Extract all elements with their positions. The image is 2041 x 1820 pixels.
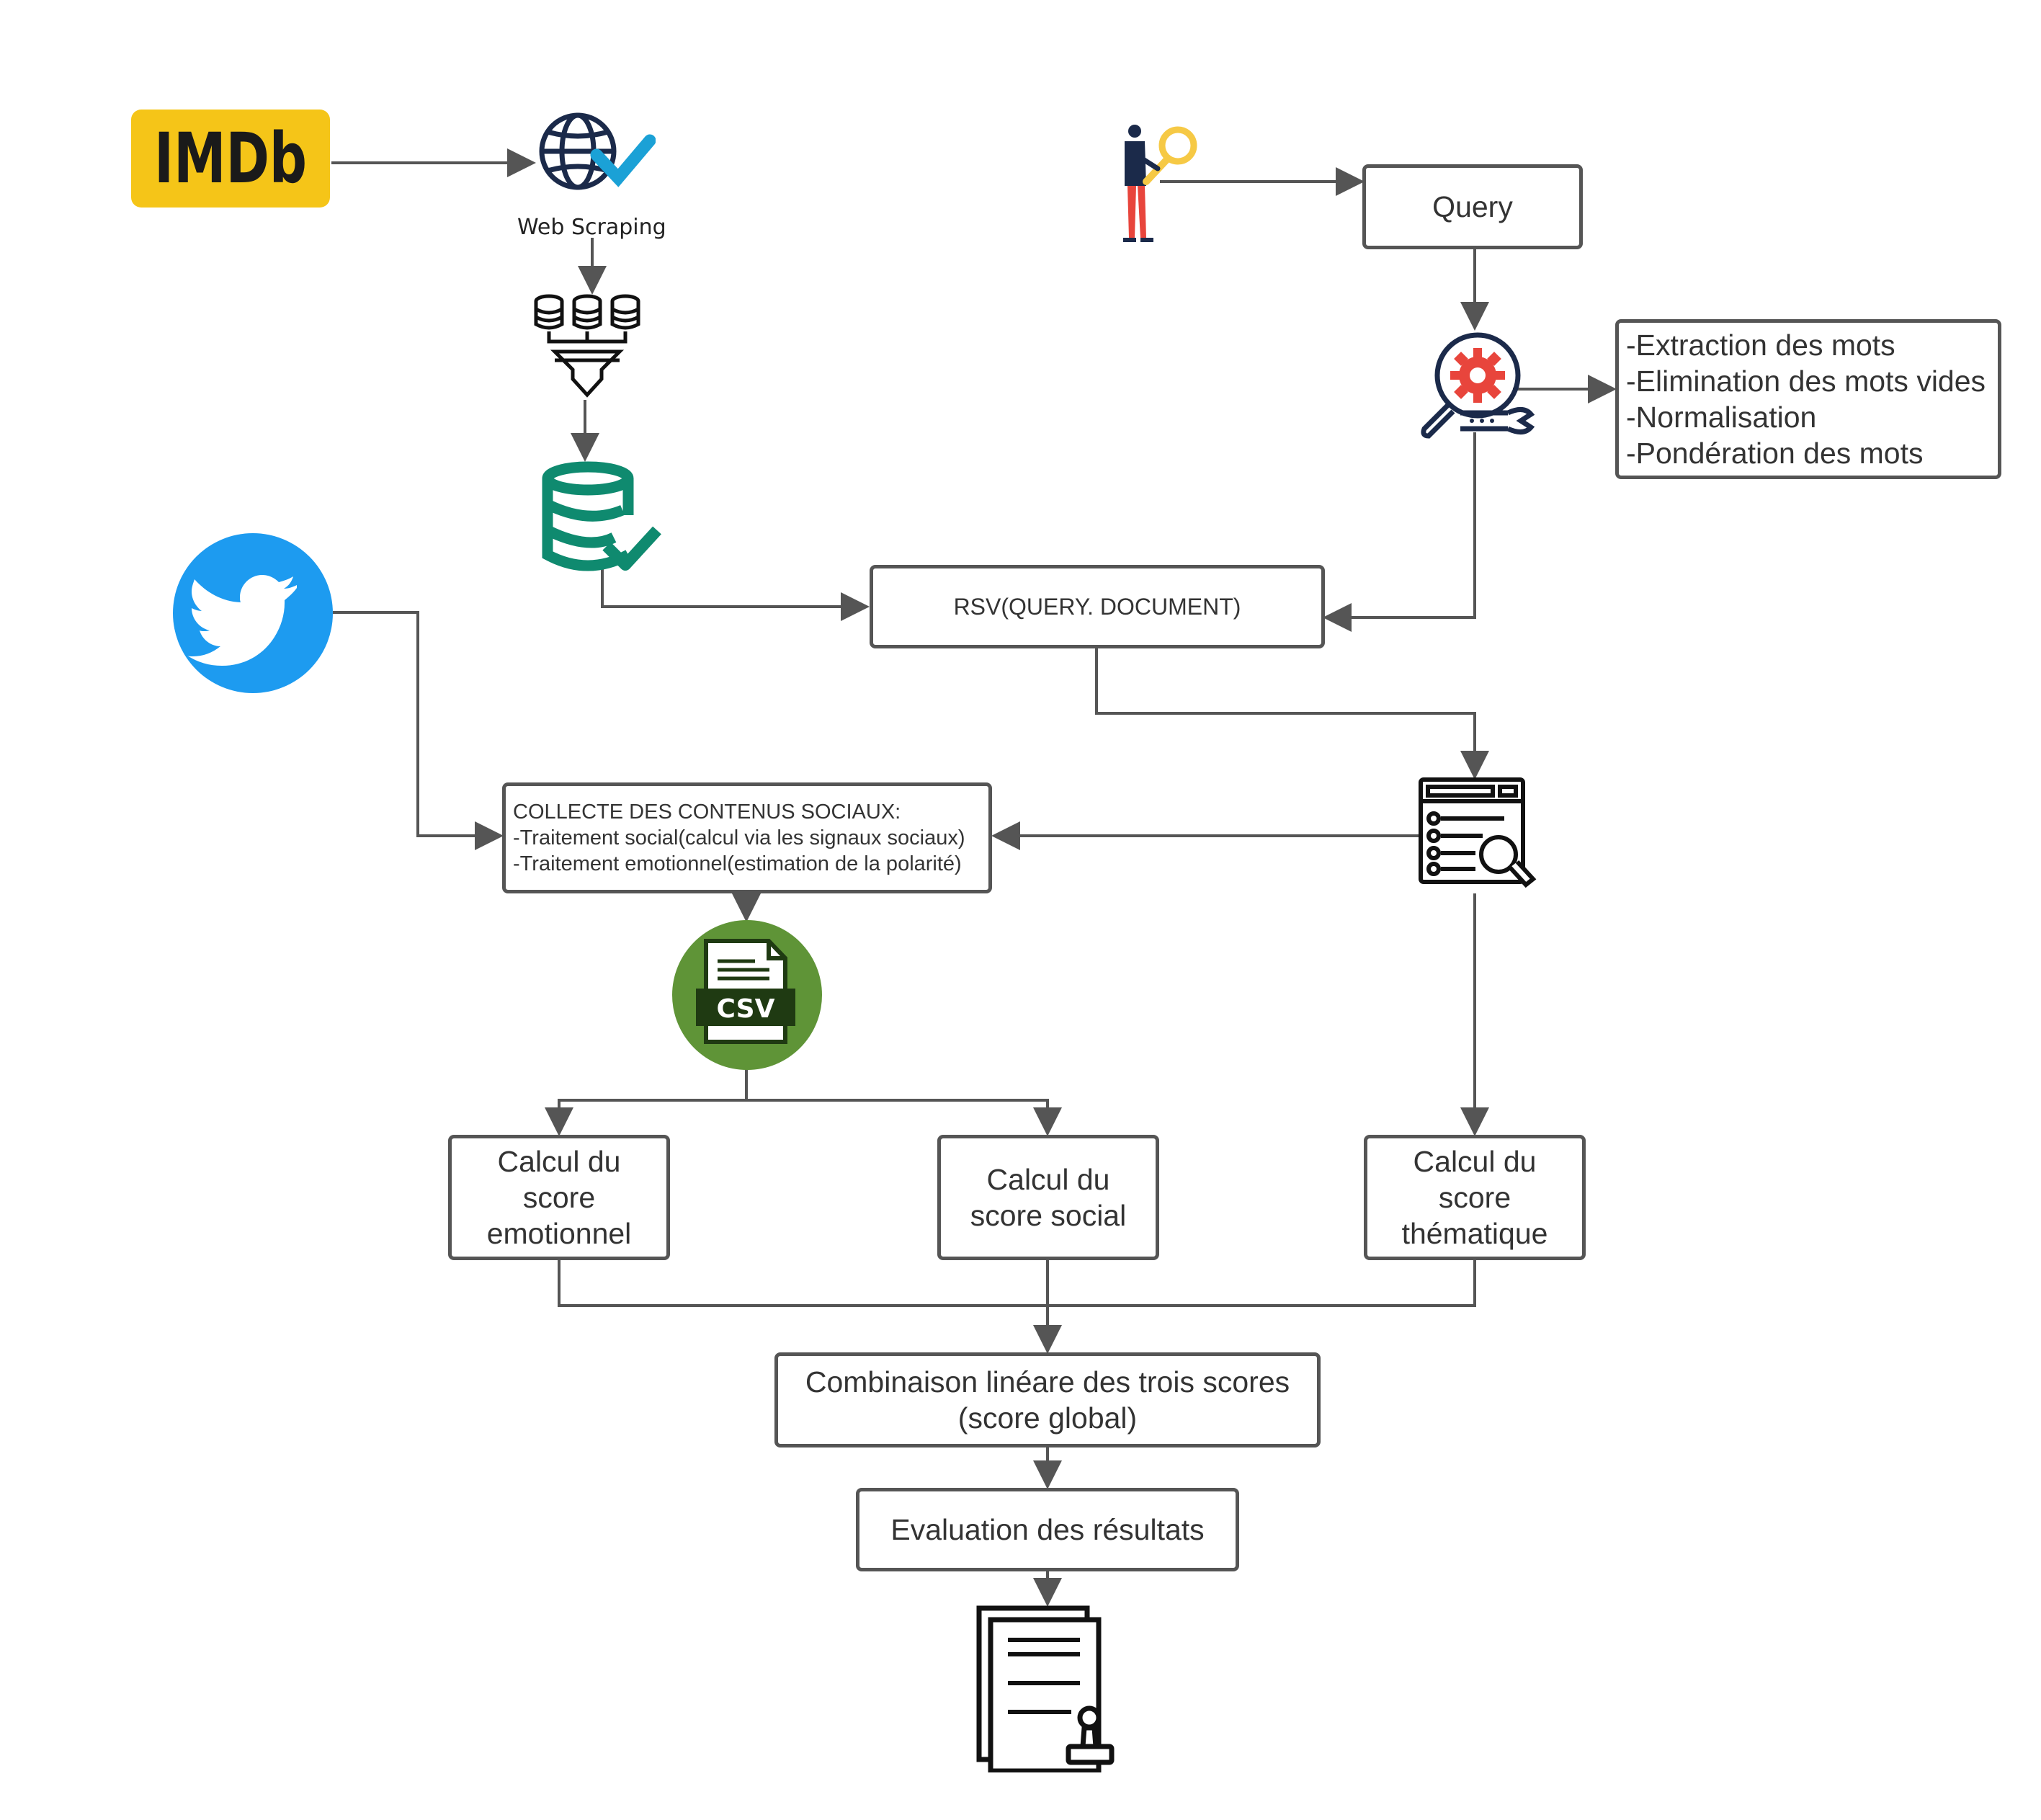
query-label: Query [1432, 190, 1513, 223]
edge-rsv-to-docsearch [1095, 647, 1489, 780]
imdb-logo-text: IMDb [154, 118, 307, 199]
combination-box: Combinaison linéare des trois scores (sc… [774, 1352, 1321, 1447]
score-thematic-line-2: score [1438, 1181, 1511, 1214]
csv-label: CSV [717, 994, 775, 1024]
social-collection-line-1: -Traitement social(calcul via les signau… [513, 826, 965, 849]
edge-gear-to-rsv [1323, 432, 1476, 632]
twitter-icon [173, 533, 333, 693]
document-search-icon [1419, 777, 1537, 888]
edge-thematic-to-combination [1048, 1259, 1476, 1307]
preprocessing-line-3: -Normalisation [1626, 401, 1817, 434]
score-emotional-line-3: emotionnel [486, 1217, 632, 1250]
score-emotional-line-2: score [522, 1181, 596, 1214]
rsv-box: RSV(QUERY. DOCUMENT) [870, 565, 1325, 648]
database-check-icon [542, 461, 661, 571]
score-emotional-box: Calcul du score emotionnel [448, 1135, 670, 1260]
preprocessing-line-2: -Elimination des mots vides [1626, 365, 1986, 398]
score-social-line-1: Calcul du [986, 1163, 1110, 1196]
globe-check-icon [539, 112, 656, 190]
social-collection-title: COLLECTE DES CONTENUS SOCIAUX: [513, 800, 901, 824]
imdb-logo: IMDb [131, 110, 330, 208]
score-emotional-line-1: Calcul du [497, 1145, 621, 1178]
query-box: Query [1362, 164, 1583, 249]
edge-csv-to-emotional [545, 1066, 748, 1136]
social-collection-box: COLLECTE DES CONTENUS SOCIAUX: -Traiteme… [502, 782, 992, 893]
score-social-box: Calcul du score social [937, 1135, 1159, 1260]
user-search-icon [1123, 125, 1197, 242]
database-filter-icon [534, 294, 640, 398]
gear-search-icon [1421, 332, 1535, 439]
evaluation-box: Evaluation des résultats [856, 1488, 1239, 1571]
web-scraping-label: Web Scraping [517, 215, 666, 240]
evaluation-label: Evaluation des résultats [890, 1513, 1205, 1546]
edge-emotional-to-combination [558, 1259, 1048, 1307]
edge-db-to-rsv [601, 569, 870, 621]
score-social-line-2: score social [970, 1199, 1127, 1232]
score-thematic-line-1: Calcul du [1413, 1145, 1537, 1178]
score-thematic-box: Calcul du score thématique [1364, 1135, 1586, 1260]
preprocessing-box: -Extraction des mots -Elimination des mo… [1615, 319, 2001, 479]
certificate-document-icon [976, 1605, 1115, 1772]
combination-line-2: (score global) [957, 1401, 1138, 1435]
edge-csv-to-social-score [746, 1099, 1062, 1136]
csv-file-icon: CSV [672, 920, 822, 1070]
preprocessing-line-4: -Pondération des mots [1626, 437, 1924, 470]
score-thematic-line-3: thématique [1401, 1217, 1548, 1250]
social-collection-line-2: -Traitement emotionnel(estimation de la … [513, 852, 962, 875]
edge-twitter-to-social [333, 611, 504, 850]
combination-line-1: Combinaison linéare des trois scores [805, 1365, 1290, 1399]
preprocessing-line-1: -Extraction des mots [1626, 329, 1895, 362]
rsv-label: RSV(QUERY. DOCUMENT) [953, 594, 1241, 620]
